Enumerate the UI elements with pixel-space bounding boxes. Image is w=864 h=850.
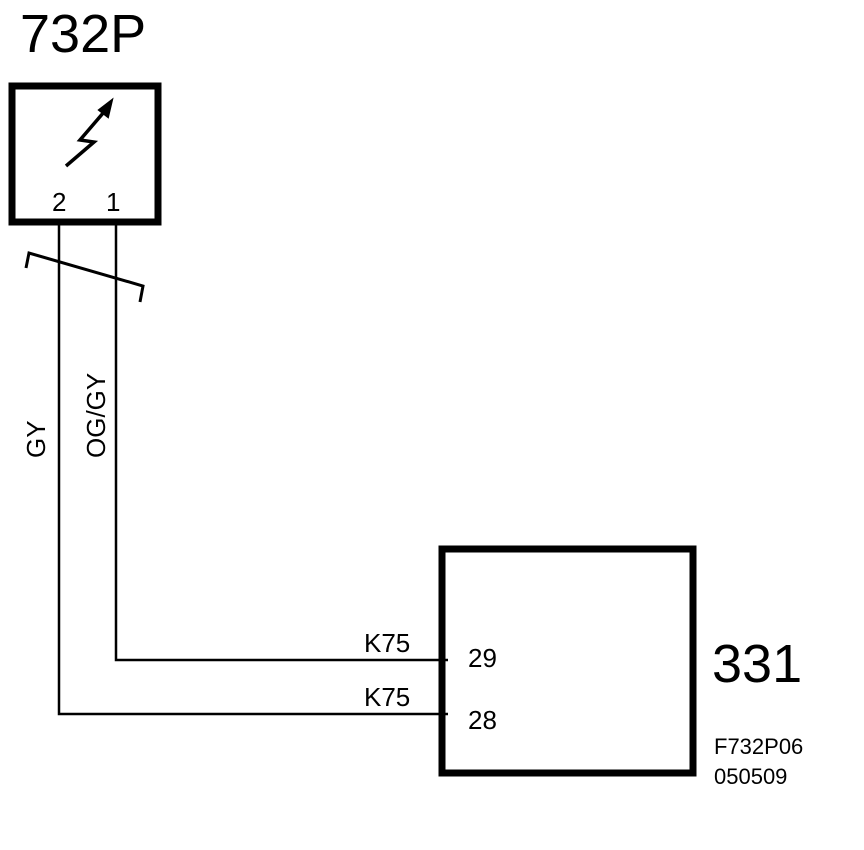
drawing-ref-date: 050509 bbox=[714, 764, 787, 789]
wire-color-label-gy: GY bbox=[21, 420, 51, 458]
wire-og-gy bbox=[114, 222, 448, 662]
connector-label-k75-top: K75 bbox=[364, 628, 410, 658]
wire-color-label-og-gy: OG/GY bbox=[81, 373, 111, 458]
module-pin-28-label: 28 bbox=[468, 705, 497, 735]
variable-sensor-icon bbox=[64, 97, 114, 168]
module-box bbox=[438, 545, 697, 777]
sensor-box bbox=[8, 82, 162, 226]
wire-gy bbox=[57, 222, 448, 716]
connector-label-k75-bottom: K75 bbox=[364, 682, 410, 712]
module-id-label: 331 bbox=[712, 634, 802, 694]
module-pin-29-label: 29 bbox=[468, 643, 497, 673]
twisted-pair-marker bbox=[24, 251, 145, 303]
sensor-id-label: 732P bbox=[20, 4, 146, 64]
sensor-pin-2-label: 2 bbox=[52, 187, 66, 217]
sensor-pin-1-label: 1 bbox=[106, 187, 120, 217]
drawing-ref-code: F732P06 bbox=[714, 734, 803, 759]
